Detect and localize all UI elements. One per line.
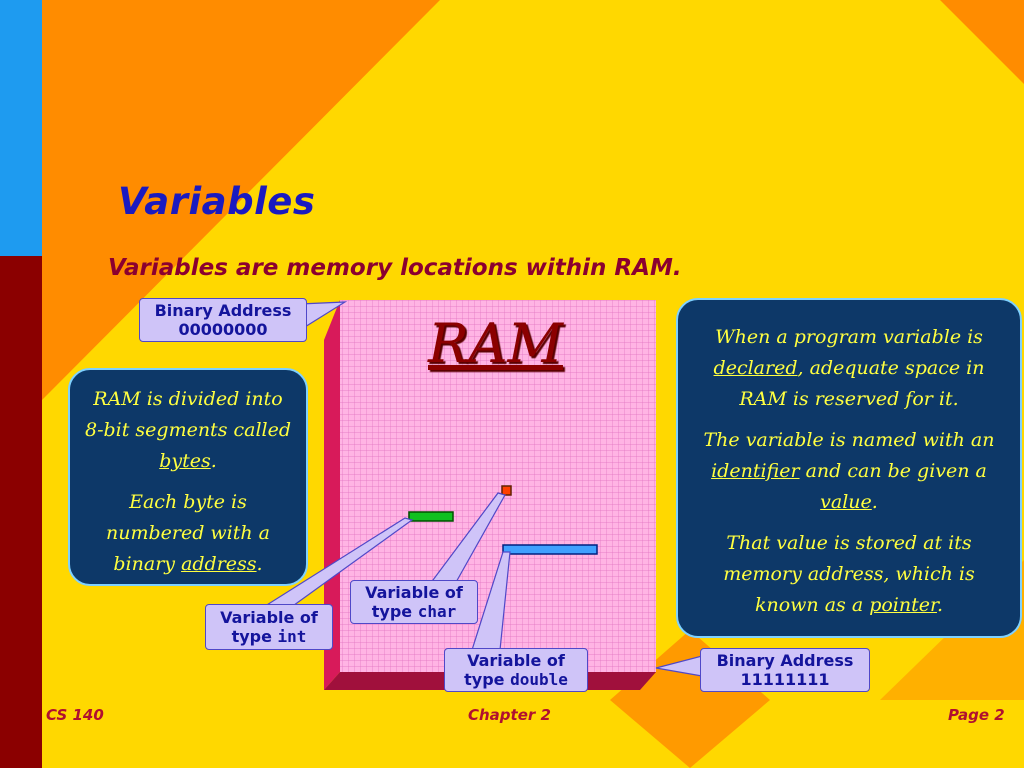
orange-diamond-bottom — [610, 630, 770, 768]
declared-term: declared — [713, 357, 798, 379]
variable-char-callout: Variable of type char — [350, 580, 478, 624]
double-type-keyword: double — [510, 670, 568, 689]
footer-course: CS 140 — [46, 706, 104, 724]
char-variable-cell — [501, 485, 512, 496]
footer-page: Page 2 — [948, 706, 1005, 724]
slide-subtitle: Variables are memory locations within RA… — [108, 255, 682, 281]
bytes-paragraph: RAM is divided into 8-bit segments calle… — [84, 388, 292, 472]
double-variable-cell — [502, 544, 598, 555]
pointer-term: pointer — [869, 594, 937, 616]
left-bar-red — [0, 256, 42, 768]
address-bottom-value: 11111111 — [740, 670, 830, 689]
binary-address-top-callout: Binary Address 00000000 — [139, 298, 307, 342]
footer-chapter: Chapter 2 — [468, 706, 551, 724]
left-bar-blue — [0, 0, 42, 256]
pointer-paragraph: That value is stored at its memory addre… — [723, 532, 975, 616]
value-term: value — [820, 491, 872, 513]
orange-triangle-top-right — [940, 0, 1024, 84]
declaration-info-box: When a program variable is declared, ade… — [676, 298, 1022, 638]
bytes-term: bytes — [159, 450, 211, 472]
identifier-paragraph: The variable is named with an identifier… — [703, 429, 995, 513]
variable-int-callout: Variable of type int — [205, 604, 333, 650]
declared-paragraph: When a program variable is declared, ade… — [713, 326, 985, 410]
binary-address-bottom-callout: Binary Address 11111111 — [700, 648, 870, 692]
variable-double-callout: Variable of type double — [444, 648, 588, 692]
ram-label: RAM — [428, 312, 563, 375]
int-variable-cell — [408, 511, 454, 522]
slide-title: Variables — [118, 180, 316, 223]
address-term: address — [181, 553, 257, 575]
address-top-value: 00000000 — [178, 320, 268, 339]
char-type-keyword: char — [417, 602, 457, 621]
ram-side-left — [324, 300, 340, 690]
int-type-keyword: int — [277, 627, 307, 646]
bytes-info-box: RAM is divided into 8-bit segments calle… — [68, 368, 308, 586]
identifier-term: identifier — [711, 460, 800, 482]
address-paragraph: Each byte is numbered with a binary addr… — [105, 491, 270, 575]
